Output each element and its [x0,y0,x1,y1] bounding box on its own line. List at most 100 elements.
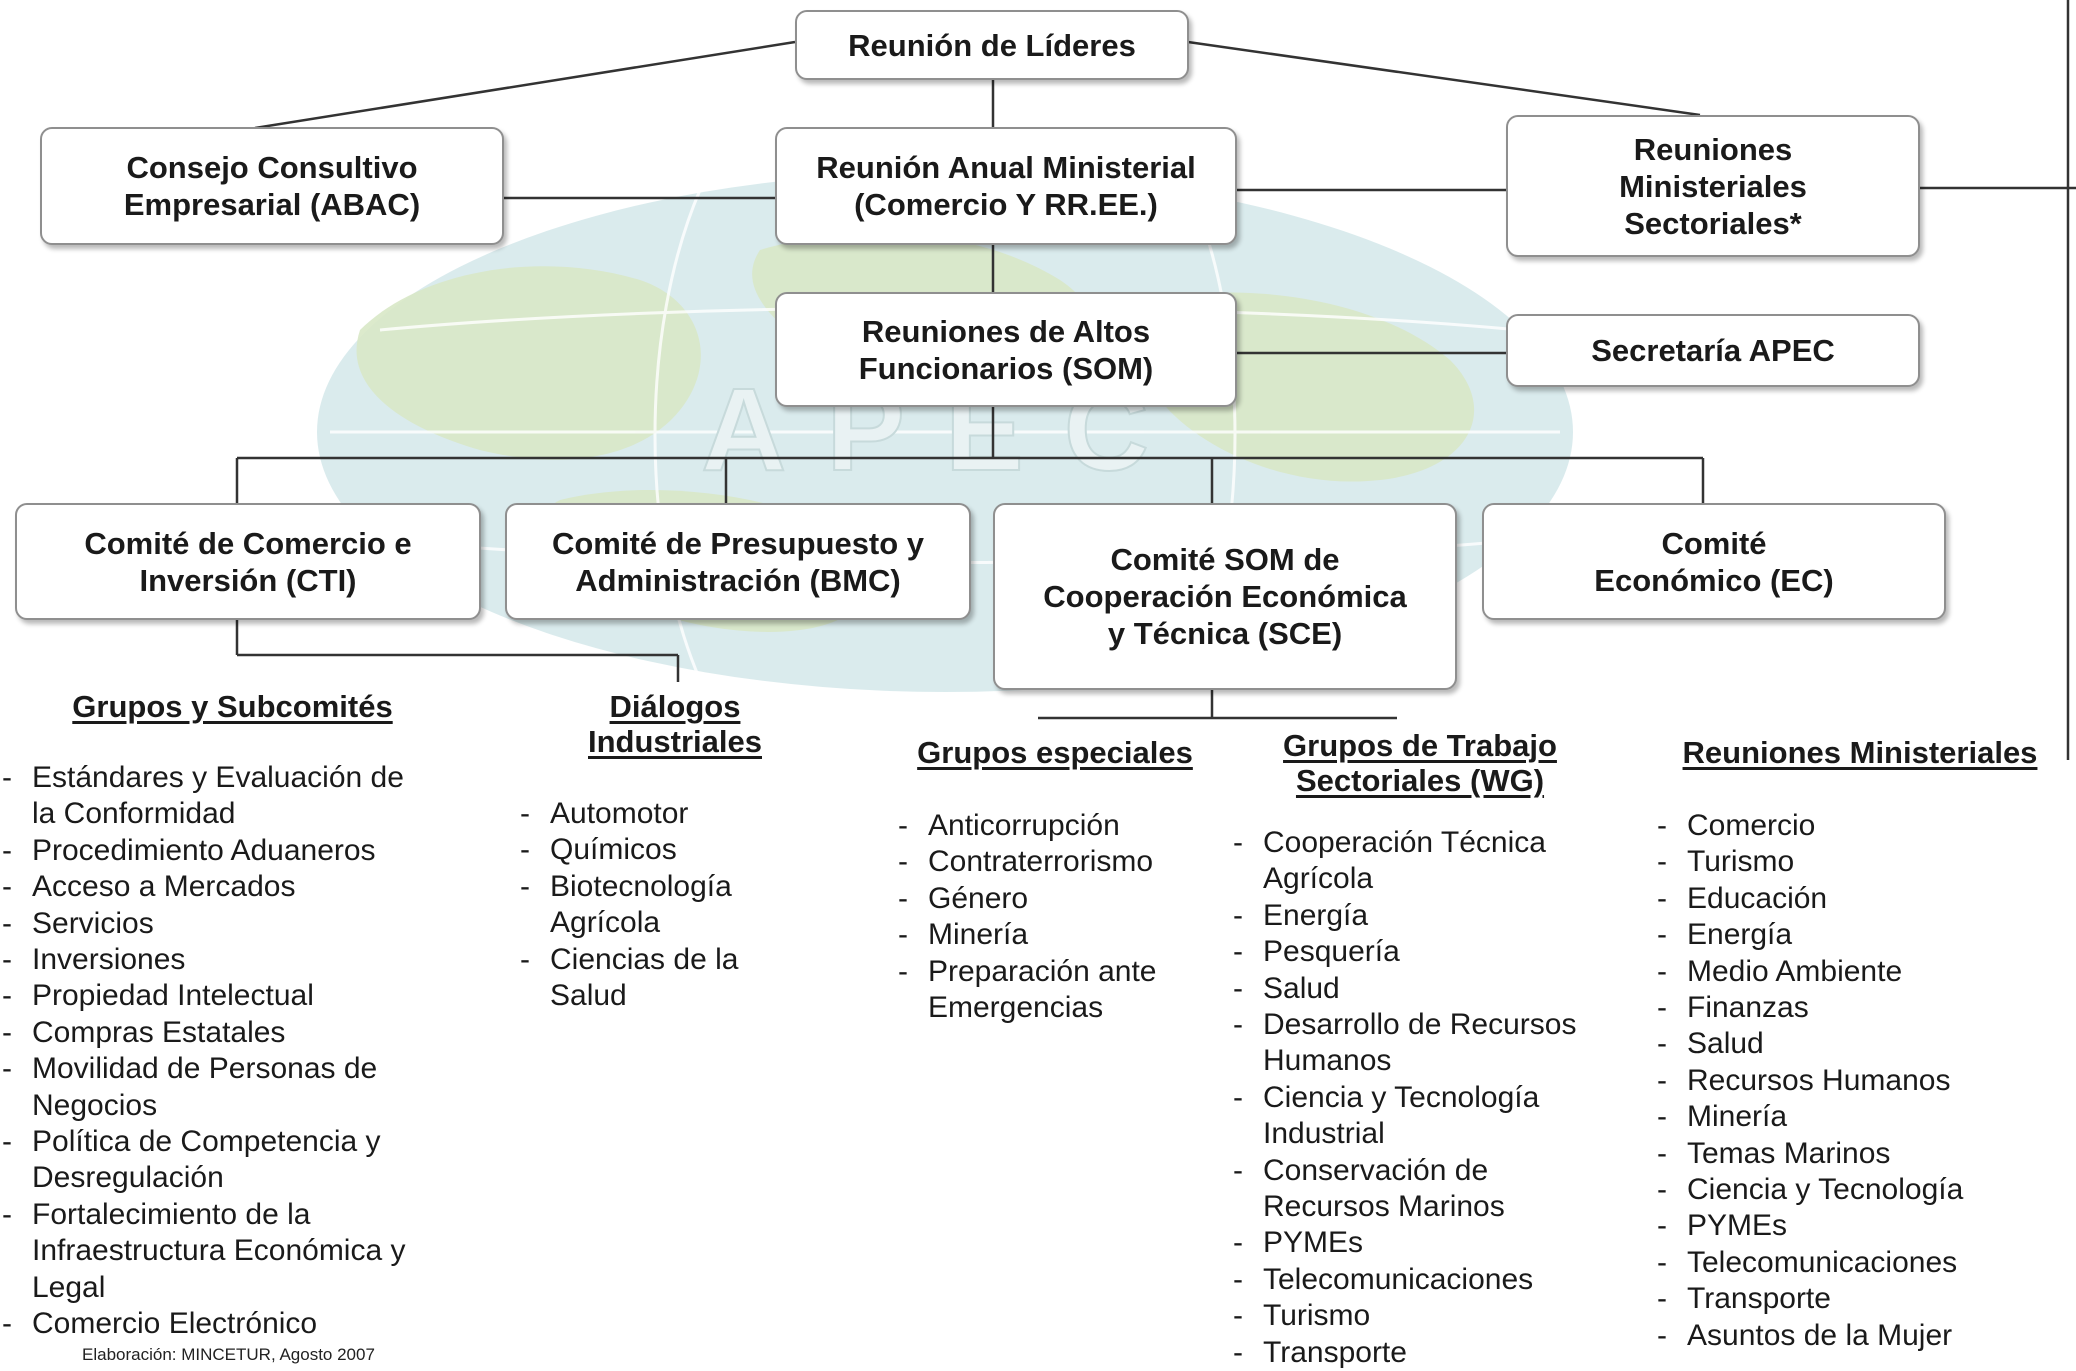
list-item: -Recursos Humanos [1657,1063,2057,1099]
list-item: -Ciencias de la Salud [520,942,800,1015]
list-item: -Compras Estatales [2,1015,462,1051]
subcommittees-list: -Estándares y Evaluación de la Conformid… [2,760,462,1343]
list-item: -Telecomunicaciones [1233,1262,1613,1298]
special-groups-heading: Grupos especiales [917,735,1193,770]
list-item-label: Estándares y Evaluación de la Conformida… [32,761,404,831]
industrial-dialogues-heading: Diálogos Industriales [588,689,762,759]
list-item-label: Temas Marinos [1687,1136,1891,1170]
bullet-dash: - [1657,918,1667,952]
bullet-dash: - [1233,1262,1243,1296]
list-item: -Estándares y Evaluación de la Conformid… [2,760,462,833]
list-item: -Acceso a Mercados [2,869,462,905]
bullet-dash: - [1233,1299,1243,1333]
bullet-dash: - [1657,1063,1667,1097]
list-item: -Salud [1233,971,1613,1007]
list-item: -Inversiones [2,942,462,978]
bullet-dash: - [2,833,12,867]
list-item-label: Salud [1687,1027,1764,1061]
list-item: -Pesquería [1233,934,1613,970]
bullet-dash: - [1657,1136,1667,1170]
bullet-dash: - [898,954,908,988]
list-item-label: Fortalecimiento de la Infraestructura Ec… [32,1197,406,1304]
list-item-label: Minería [928,918,1029,952]
bullet-dash: - [1657,1282,1667,1316]
list-item: -PYMEs [1657,1208,2057,1244]
list-item: -Procedimiento Aduaneros [2,833,462,869]
bullet-dash: - [898,809,908,842]
bullet-dash: - [1657,991,1667,1025]
bullet-dash: - [1657,1027,1667,1061]
bullet-dash: - [1233,826,1243,859]
bullet-dash: - [2,1125,12,1159]
sectoral-ministerial-box: Reuniones Ministeriales Sectoriales* [1506,115,1920,257]
list-item: -Finanzas [1657,990,2057,1026]
list-item-label: Comercio Electrónico [32,1307,318,1341]
list-item-label: Propiedad Intelectual [32,979,314,1013]
list-item-label: Ciencia y Tecnología Industrial [1263,1080,1540,1151]
list-item: -Asuntos de la Mujer [1657,1318,2057,1354]
bullet-dash: - [1657,809,1667,842]
bullet-dash: - [1233,1080,1243,1114]
bullet-dash: - [1657,1318,1667,1352]
list-item: -Servicios [2,906,462,942]
bullet-dash: - [1233,1226,1243,1260]
bullet-dash: - [1233,1335,1243,1369]
bullet-dash: - [520,833,530,867]
bullet-dash: - [1657,881,1667,915]
list-item-label: Energía [1687,918,1793,952]
list-item: -Género [898,881,1218,917]
working-groups-heading: Grupos de Trabajo Sectoriales (WG) [1283,728,1557,798]
list-item: -Biotecnología Agrícola [520,869,800,942]
list-item-label: Pesquería [1263,935,1400,969]
list-item-label: Comercio [1687,809,1816,842]
list-item: -Minería [1657,1099,2057,1135]
list-item: -Transporte [1657,1281,2057,1317]
list-item-label: Servicios [32,906,154,940]
list-item: -Conservación de Recursos Marinos [1233,1153,1613,1226]
list-item-label: Medio Ambiente [1687,954,1903,988]
list-item: -Ciencia y Tecnología [1657,1172,2057,1208]
bullet-dash: - [2,1015,12,1049]
list-item: -Salud [1657,1026,2057,1062]
ministerial-meetings-heading: Reuniones Ministeriales [1682,735,2038,770]
bullet-dash: - [898,881,908,915]
bullet-dash: - [520,942,530,976]
list-item-label: Política de Competencia y Desregulación [32,1125,381,1195]
list-item-label: Compras Estatales [32,1015,286,1049]
working-groups-list: -Cooperación Técnica Agrícola-Energía-Pe… [1233,825,1613,1371]
list-item: -Medio Ambiente [1657,954,2057,990]
bullet-dash: - [898,918,908,952]
bullet-dash: - [1233,1008,1243,1042]
list-item: -Energía [1657,917,2057,953]
sce-committee-box: Comité SOM de Cooperación Económica y Té… [993,503,1457,690]
list-item-label: Movilidad de Personas de Negocios [32,1052,378,1122]
list-item-label: Desarrollo de Recursos Humanos [1263,1008,1577,1078]
bullet-dash: - [1657,1209,1667,1243]
list-item-label: Acceso a Mercados [32,870,296,904]
list-item-label: Finanzas [1687,991,1809,1025]
list-item-label: Turismo [1687,845,1795,879]
list-item: -Educación [1657,881,2057,917]
list-item: -Propiedad Intelectual [2,978,462,1014]
list-item-label: Automotor [550,797,689,830]
cti-committee-box: Comité de Comercio e Inversión (CTI) [15,503,481,620]
list-item-label: PYMEs [1687,1209,1788,1243]
list-item: -Minería [898,917,1218,953]
list-item-label: Ciencia y Tecnología [1687,1173,1964,1207]
list-item: -Política de Competencia y Desregulación [2,1124,462,1197]
list-item-label: Conservación de Recursos Marinos [1263,1153,1505,1224]
bullet-dash: - [2,1197,12,1231]
industrial-dialogues-list: -Automotor-Químicos-Biotecnología Agríco… [520,796,800,1014]
list-item-label: Procedimiento Aduaneros [32,833,376,867]
apec-secretariat-box: Secretaría APEC [1506,314,1920,387]
list-item-label: Transporte [1687,1282,1831,1316]
list-item: -Químicos [520,832,800,868]
list-item: -Automotor [520,796,800,832]
list-item-label: Turismo [1263,1299,1371,1333]
list-item-label: Género [928,881,1029,915]
list-item: -Movilidad de Personas de Negocios [2,1051,462,1124]
list-item-label: Cooperación Técnica Agrícola [1263,826,1546,896]
ec-committee-box: Comité Económico (EC) [1482,503,1946,620]
